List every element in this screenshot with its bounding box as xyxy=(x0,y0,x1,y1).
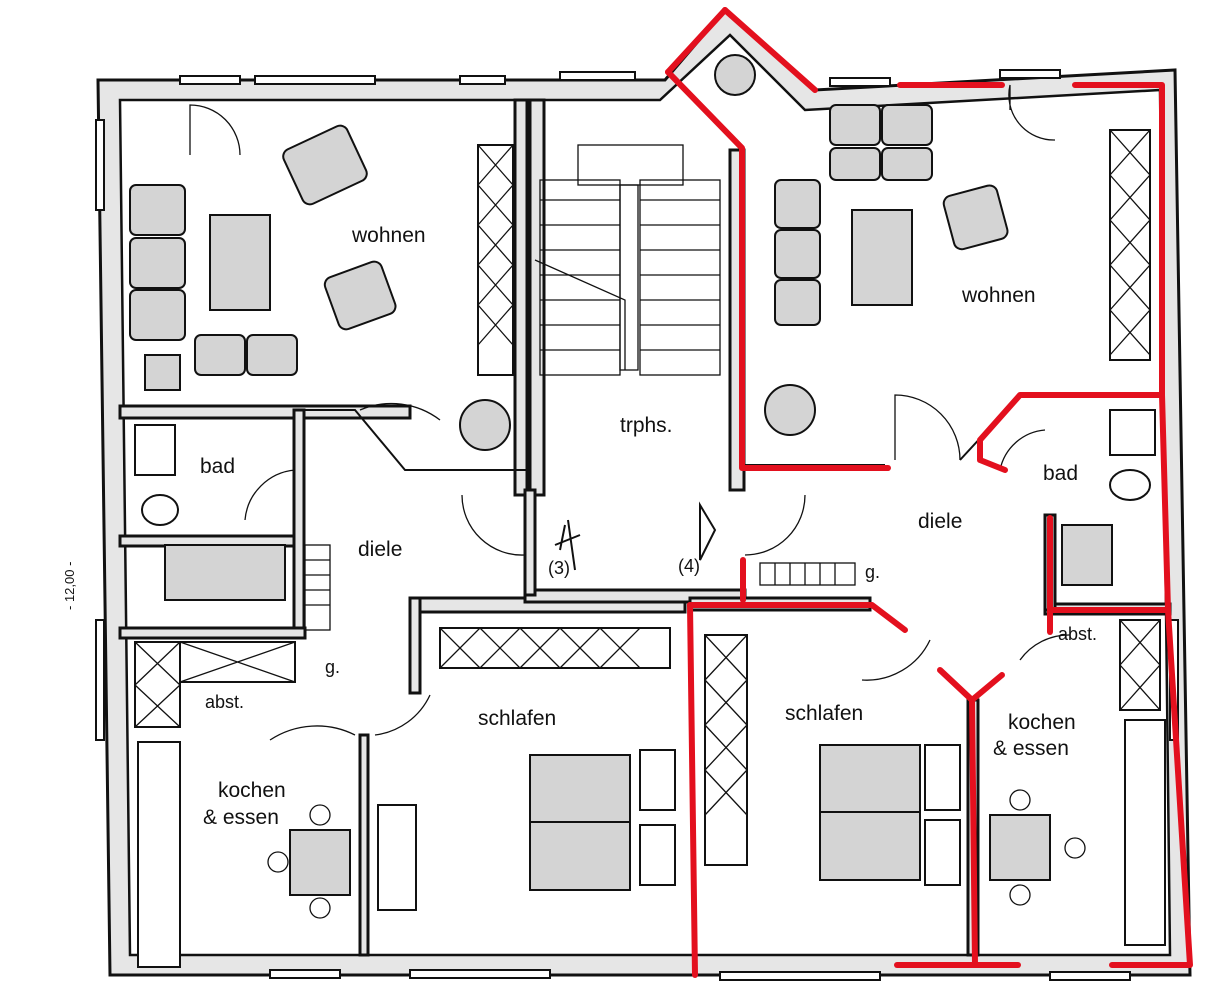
apartment-highlight xyxy=(665,7,1193,978)
label-g-left: g. xyxy=(325,657,340,677)
label-stair-4: (4) xyxy=(678,556,700,576)
label-bad-left: bad xyxy=(200,455,235,478)
label-kochen-left-1: kochen xyxy=(218,779,286,802)
label-diele-right: diele xyxy=(918,510,962,533)
label-kochen-left-2: & essen xyxy=(203,806,279,829)
staircase xyxy=(304,144,856,631)
label-abst-left: abst. xyxy=(205,692,244,712)
label-bad-right: bad xyxy=(1043,462,1078,485)
label-kochen-right-2: & essen xyxy=(993,737,1069,760)
label-kochen-right-1: kochen xyxy=(1008,711,1076,734)
dimension-label: - 12,00 - xyxy=(62,562,77,610)
label-abst-right: abst. xyxy=(1058,624,1097,644)
label-trphs: trphs. xyxy=(620,414,673,437)
cabinets xyxy=(134,129,1166,968)
label-g-right: g. xyxy=(865,562,880,582)
label-stair-3: (3) xyxy=(548,558,570,578)
plants xyxy=(459,54,816,451)
label-schlafen-right: schlafen xyxy=(785,702,863,725)
room-labels: wohnen wohnen bad bad diele diele trphs.… xyxy=(62,224,1097,829)
label-schlafen-left: schlafen xyxy=(478,707,556,730)
label-wohnen-left: wohnen xyxy=(351,224,426,247)
doors xyxy=(189,84,1071,741)
label-diele-left: diele xyxy=(358,538,402,561)
furniture xyxy=(129,104,1156,919)
label-wohnen-right: wohnen xyxy=(961,284,1036,307)
